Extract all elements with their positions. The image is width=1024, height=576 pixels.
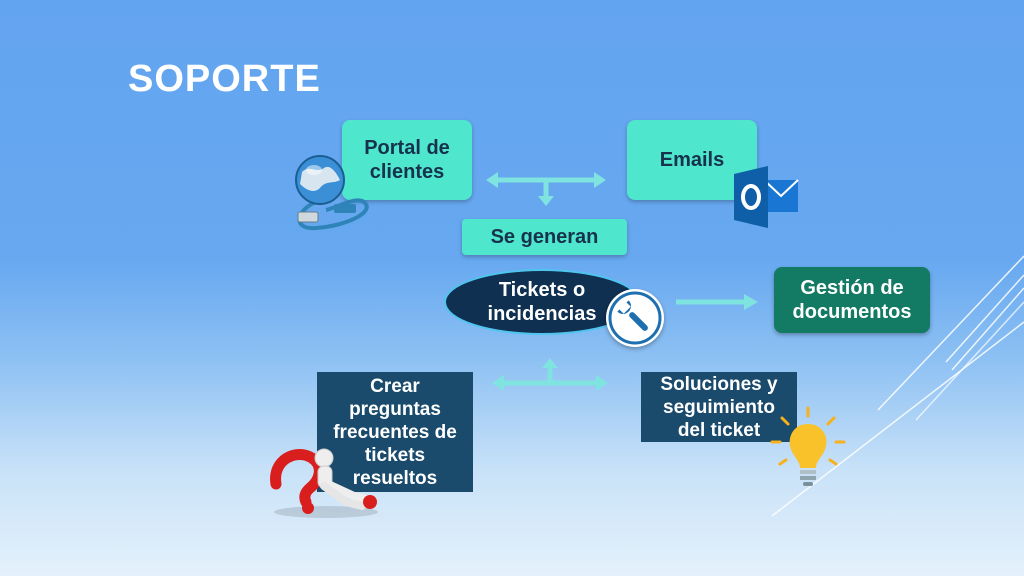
- tickets-gestion-arrow: [676, 294, 758, 310]
- soluciones-box: Soluciones y seguimiento del ticket: [641, 372, 797, 442]
- gestion-box: Gestión de documentos: [774, 267, 930, 333]
- emails-box: Emails: [627, 120, 757, 200]
- portal-label: Portal de clientes: [364, 137, 450, 183]
- tickets-ellipse: Tickets o incidencias: [444, 269, 640, 335]
- crear-soluciones-arrow: [492, 358, 608, 391]
- se-generan-box: Se generan: [462, 219, 627, 255]
- emails-label: Emails: [659, 149, 725, 171]
- se-generan-label: Se generan: [490, 226, 599, 248]
- crear-box: Crear preguntas frecuentes de tickets re…: [317, 372, 473, 492]
- tickets-label: Tickets o incidencias: [487, 279, 597, 325]
- soluciones-label: Soluciones y seguimiento del ticket: [660, 373, 778, 441]
- wrench-icon: [606, 289, 664, 347]
- portal-box: Portal de clientes: [342, 120, 472, 200]
- lightbulb-icon: [768, 404, 848, 490]
- slide-title: SOPORTE: [128, 58, 321, 100]
- question-figure-icon: [266, 440, 384, 520]
- portal-emails-arrow: [486, 172, 606, 206]
- crear-label: Crear preguntas frecuentes de tickets re…: [333, 375, 457, 489]
- globe-network-icon: [286, 150, 378, 236]
- outlook-icon: [734, 166, 800, 228]
- gestion-label: Gestión de documentos: [792, 277, 912, 323]
